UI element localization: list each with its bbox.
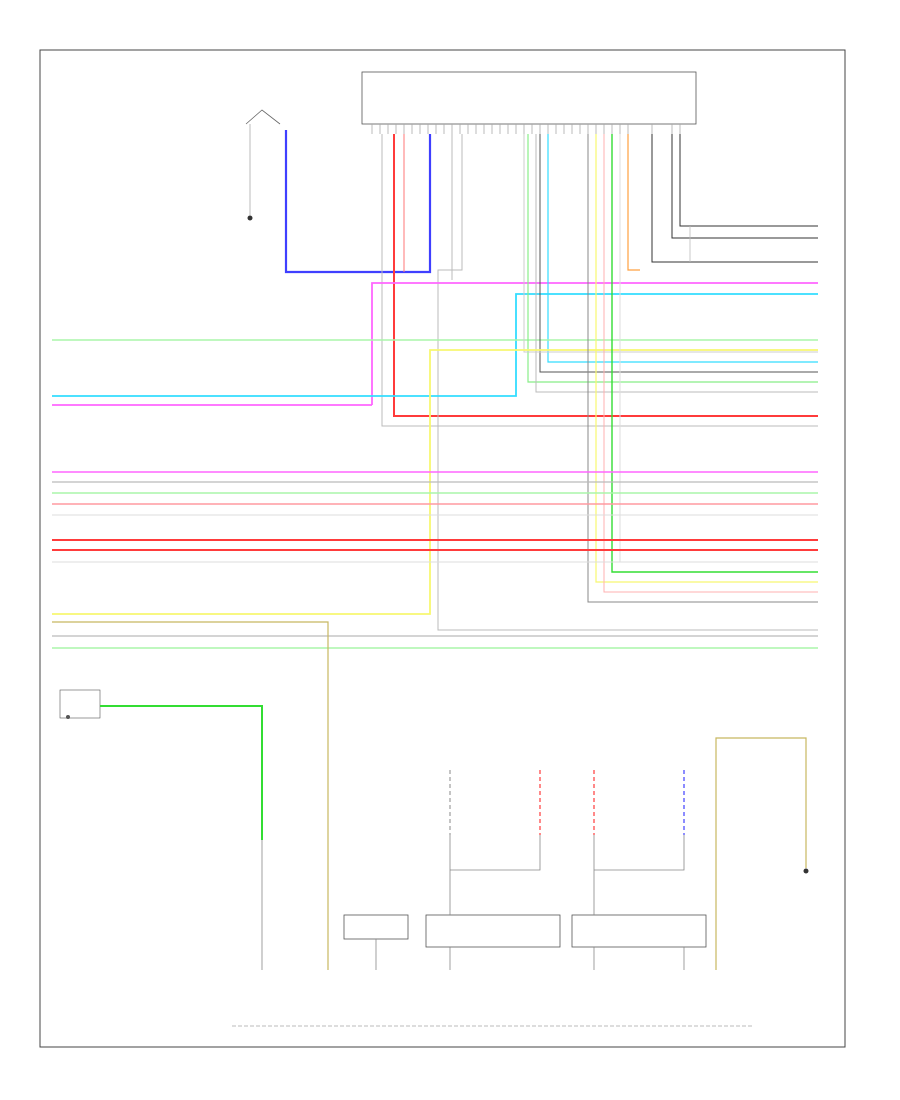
ground-point-bottom: [803, 868, 809, 874]
left-module-box: [343, 914, 409, 940]
switch-terminal: [66, 715, 70, 719]
sensor-switch-symbol: [245, 109, 281, 125]
wire-pink-v: [603, 134, 818, 593]
wire-khaki-bottom: [715, 737, 807, 970]
wire-khaki: [52, 621, 329, 970]
wire-dark-2: [651, 134, 818, 263]
wire-dark-3: [671, 134, 818, 239]
wire-red-1: [393, 134, 818, 417]
wire-blue: [284, 130, 432, 274]
right-transmitter-wiring: [593, 835, 685, 915]
wire-green-v: [611, 134, 818, 573]
wire-gray-v: [587, 134, 818, 603]
transmitter-box-left: [425, 914, 561, 948]
left-transmitter-wiring: [449, 835, 541, 915]
speed-sensor: [449, 770, 685, 835]
transmitter-box-right: [571, 914, 707, 948]
top-control-unit: [361, 71, 697, 134]
bottom-left-switch: [59, 689, 263, 840]
top-left-sensor: [245, 109, 281, 221]
diagram-frame: [39, 49, 846, 1048]
horizontal-wire-bundle: [52, 471, 818, 649]
wire-cyan-long: [52, 293, 818, 397]
wire-gray-1: [381, 134, 818, 427]
wire-magenta-top: [371, 282, 818, 405]
wire-gray-2: [437, 134, 818, 631]
control-unit-box: [361, 71, 697, 125]
wire-gray-v2: [619, 134, 818, 563]
wire-orange: [627, 134, 640, 271]
wire-cyan-2: [547, 134, 818, 363]
wire-gray-5: [523, 134, 818, 353]
ground-point: [247, 215, 253, 221]
bottom-modules: [261, 835, 707, 970]
wire-gray-4: [535, 134, 818, 393]
switch-symbol: [59, 689, 101, 719]
wire-dark-1: [539, 134, 818, 373]
wire-green-switch: [100, 705, 263, 840]
wire-green-2: [527, 134, 818, 383]
wire-dark-4: [679, 134, 818, 227]
wire-yellow-2: [595, 134, 818, 583]
